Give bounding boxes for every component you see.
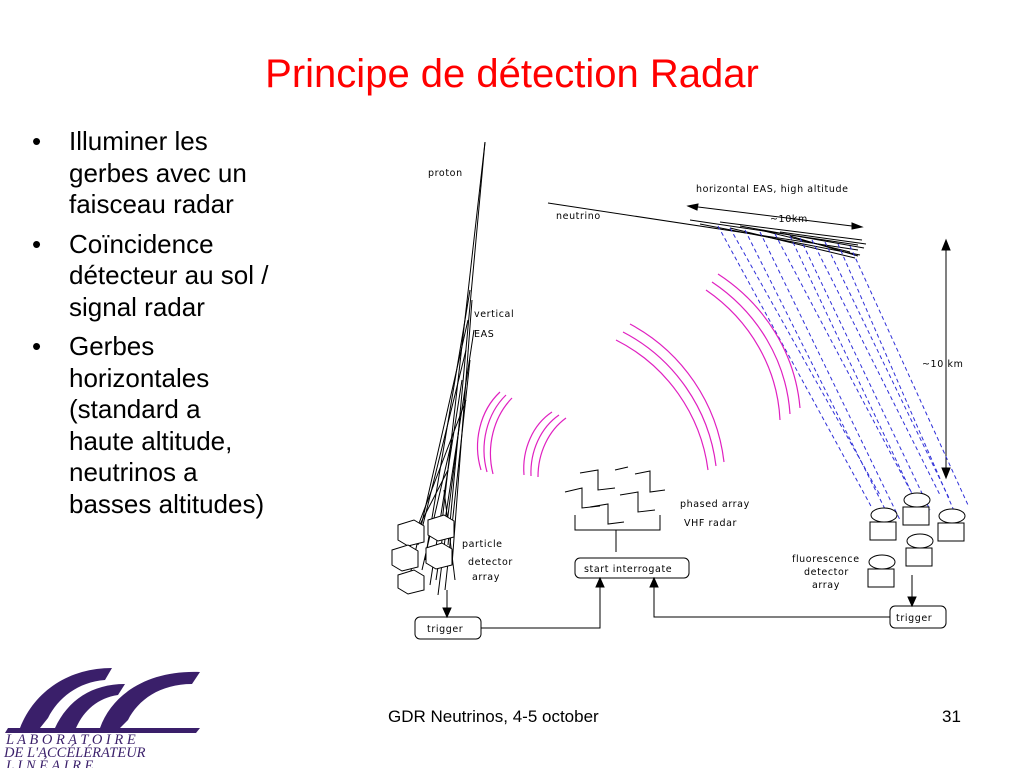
vertical-distance-label: ~10 km bbox=[922, 359, 963, 370]
bullet-line: basses altitudes) bbox=[69, 488, 265, 519]
bullet-line: neutrinos a bbox=[69, 457, 198, 487]
bullet-line: horizontales bbox=[69, 362, 210, 393]
bullet-item: • Illuminer les gerbes avec un faisceau … bbox=[28, 126, 358, 221]
bullet-line: Gerbes bbox=[69, 331, 155, 361]
footer-event: GDR Neutrinos, 4-5 october bbox=[388, 707, 599, 726]
horizontal-distance-label: ~10km bbox=[770, 214, 808, 225]
bullet-line: gerbes avec un bbox=[69, 157, 247, 188]
particle-detector-boxes bbox=[391, 514, 455, 595]
start-interrogate-label: start interrogate bbox=[584, 564, 672, 575]
bullet-line: détecteur au sol / bbox=[69, 260, 269, 290]
bullet-item: • Gerbes horizontales (standard a haute … bbox=[28, 331, 358, 520]
fluorescence-detector-label: detector bbox=[804, 567, 849, 578]
lal-logo-mark bbox=[5, 668, 200, 733]
detector-label: detector bbox=[468, 557, 513, 568]
vertical-scale-arrow bbox=[941, 238, 951, 480]
proton-label: proton bbox=[428, 168, 463, 179]
bullet-line: signal radar bbox=[69, 291, 205, 322]
bullet-item: • Coïncidence détecteur au sol / signal … bbox=[28, 229, 358, 324]
logo-text-line2: DE L'ACCÉLÉRATEUR bbox=[3, 744, 146, 761]
vhf-radar-label: VHF radar bbox=[684, 518, 737, 529]
bullet-line: Coïncidence bbox=[69, 228, 214, 259]
logo-text-line3: L I N É A I R E bbox=[5, 757, 94, 768]
radar-detection-diagram: proton neutrino horizontal EAS, high alt… bbox=[391, 141, 969, 640]
vertical-label: vertical bbox=[474, 309, 514, 320]
horizontal-eas-label: horizontal EAS, high altitude bbox=[696, 184, 849, 195]
bullet-line: haute altitude, bbox=[69, 425, 233, 456]
logo-text-line1: L A B O R A T O I R E bbox=[5, 732, 136, 748]
horizontal-shower bbox=[547, 202, 867, 259]
trigger-right-label: trigger bbox=[896, 613, 932, 624]
bullet-marker: • bbox=[32, 331, 42, 361]
fluorescence-label: fluorescence bbox=[792, 554, 860, 565]
radar-wavefronts bbox=[476, 273, 801, 478]
bullet-line: faisceau radar bbox=[69, 189, 234, 219]
array-label: array bbox=[472, 572, 500, 583]
bullet-line: Illuminer les bbox=[69, 126, 208, 156]
horizontal-scale-arrow bbox=[686, 203, 864, 230]
signal-lines bbox=[442, 575, 917, 629]
fluorescence-detectors bbox=[867, 492, 966, 588]
signal-boxes bbox=[414, 557, 947, 640]
bullet-list: • Illuminer les gerbes avec un faisceau … bbox=[28, 126, 358, 528]
trigger-left-label: trigger bbox=[427, 624, 463, 635]
bullet-marker: • bbox=[32, 228, 42, 259]
lal-logo: L A B O R A T O I R E DE L'ACCÉLÉRATEUR … bbox=[3, 668, 200, 768]
phased-array-antennas bbox=[564, 466, 666, 552]
footer-page-number: 31 bbox=[942, 707, 961, 726]
bullet-marker: • bbox=[32, 126, 42, 156]
particle-label: particle bbox=[462, 539, 503, 550]
phased-array-label: phased array bbox=[680, 499, 750, 510]
fluorescence-rays bbox=[717, 225, 969, 521]
bullet-line: (standard a bbox=[69, 394, 201, 424]
fluorescence-array-label: array bbox=[812, 580, 840, 591]
eas-label: EAS bbox=[474, 329, 494, 340]
neutrino-label: neutrino bbox=[556, 211, 601, 222]
slide-title: Principe de détection Radar bbox=[265, 52, 759, 96]
